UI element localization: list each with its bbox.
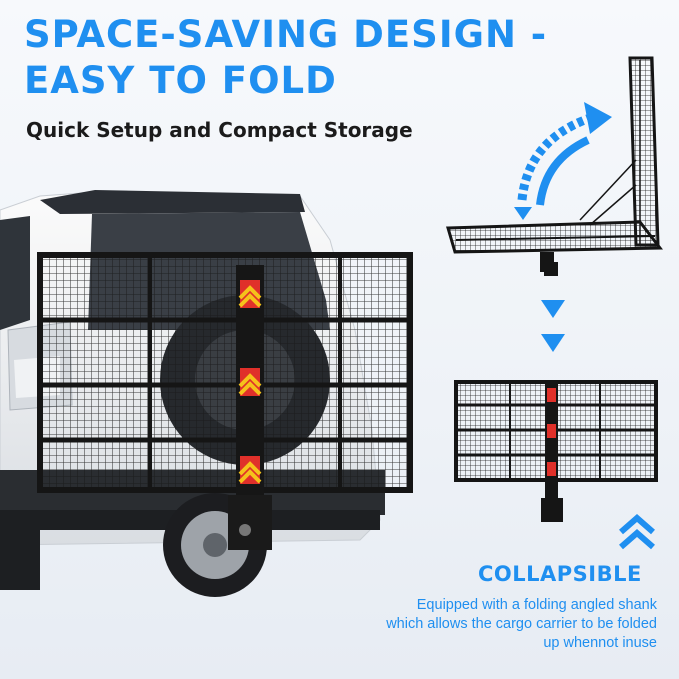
page-subheading: Quick Setup and Compact Storage [26, 118, 413, 142]
cargo-carrier-folded-on-vehicle [37, 252, 413, 550]
collapsible-title: COLLAPSIBLE [478, 562, 642, 586]
double-chevron-up-icon [619, 514, 655, 550]
reflector-top [238, 280, 262, 308]
collapsible-description: Equipped with a folding angled shank whi… [386, 597, 657, 651]
headline-line-1: SPACE-SAVING DESIGN - [24, 13, 548, 56]
curved-fold-arrow-icon [514, 102, 612, 220]
headline-line-2: EASY TO FOLD [24, 59, 337, 102]
carrier-folded-diagram [454, 380, 658, 522]
triangle-down-icon [541, 300, 565, 318]
reflector-middle [238, 368, 262, 396]
page-headline: SPACE-SAVING DESIGN - EASY TO FOLD [24, 12, 547, 104]
triangle-down-icon [541, 334, 565, 352]
carrier-folding-diagram [446, 56, 664, 276]
reflector-bottom [238, 456, 262, 484]
